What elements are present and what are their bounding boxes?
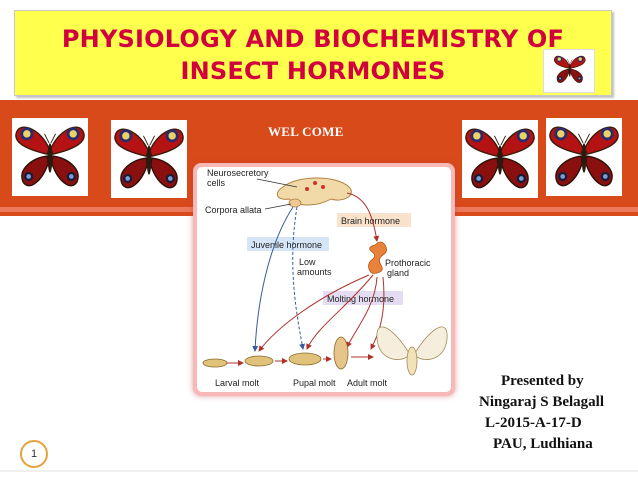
bottom-divider [0,470,638,472]
presenter-name: Ningaraj S Belagall [479,394,605,410]
presenter-line-1: Presented by [501,373,584,389]
welcome-text: WEL COME [268,124,344,139]
prothoracic-gland-illustration [368,241,387,274]
title-box: PHYSIOLOGY AND BIOCHEMISTRY OF INSECT HO… [14,10,612,96]
label-brain-hormone: Brain hormone [341,216,400,226]
peacock-butterfly-icon [546,118,622,196]
page-number: 1 [20,440,48,468]
label-pupal-molt: Pupal molt [293,378,336,388]
adult-moth-illustration [376,326,448,376]
larva-illustration [202,352,322,368]
title-line-1: PHYSIOLOGY AND BIOCHEMISTRY OF [61,25,565,53]
label-prothoracic: Prothoracic [385,258,431,268]
label-low: Low [299,257,316,267]
label-juvenile-hormone: Juvenile hormone [251,240,322,250]
peacock-butterfly-icon [12,118,88,196]
peacock-butterfly-icon [462,120,538,198]
label-gland: gland [387,268,409,278]
slide-title: PHYSIOLOGY AND BIOCHEMISTRY OF INSECT HO… [15,23,611,87]
label-neurosecretory: Neurosecretory [207,168,269,178]
label-larval-molt: Larval molt [215,378,260,388]
label-adult-molt: Adult molt [347,378,388,388]
peacock-butterfly-icon [111,120,187,198]
hormone-diagram: Neurosecretory cells Corpora allata Brai… [197,167,451,392]
label-amounts: amounts [297,267,332,277]
hormone-diagram-frame: Neurosecretory cells Corpora allata Brai… [193,163,455,396]
title-butterfly-icon [543,49,595,93]
label-cells: cells [207,178,226,188]
label-molting-hormone: Molting hormone [327,294,394,304]
pupa-illustration [333,336,349,370]
presenter-id: L-2015-A-17-D [485,415,582,431]
presenter-info: Presented by Ningaraj S Belagall L-2015-… [479,371,638,455]
presenter-institution: PAU, Ludhiana [493,436,593,452]
brain-illustration [276,177,352,208]
label-corpora-allata: Corpora allata [205,205,262,215]
title-line-2: INSECT HORMONES [180,57,446,85]
